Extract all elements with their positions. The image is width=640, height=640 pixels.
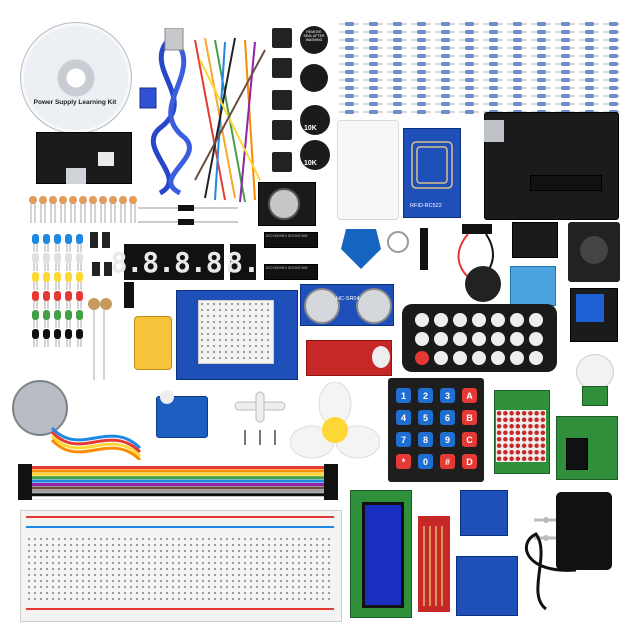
arduino-board	[484, 112, 619, 220]
buzzer-sticker: REMOVE SEAL AFTER WASHING	[303, 30, 325, 42]
battery-clip-and-joystick	[457, 224, 501, 302]
breadboard-rail-blue	[26, 526, 334, 528]
rfid-antenna	[411, 141, 453, 189]
keypad-key: 0	[418, 454, 433, 469]
dc-motor	[134, 316, 172, 370]
keypad-key: #	[440, 454, 455, 469]
push-button	[272, 152, 292, 172]
stepper-motor	[12, 380, 68, 436]
dupont-ribbon-cable	[18, 464, 338, 500]
single-digit-display: 8.	[226, 244, 260, 280]
usb-connector	[66, 168, 86, 184]
jumper-wire-bundle	[194, 37, 266, 203]
jumper	[98, 152, 114, 166]
buzzer	[300, 64, 328, 92]
keypad-key: 6	[440, 410, 455, 425]
keypad-key: 5	[418, 410, 433, 425]
ultrasonic-transducer	[304, 288, 340, 324]
mini-breadboard	[198, 300, 274, 364]
remote-buttons	[415, 313, 543, 365]
breadboard-rail-red	[26, 516, 334, 518]
uln2003-chip	[566, 438, 588, 470]
cd-label: Power Supply Learning Kit	[33, 99, 117, 106]
rfid-label: RFID-RC522	[410, 203, 442, 209]
keypad-key: 4	[396, 410, 411, 425]
chip-label: 81CVMVHE4 SN74HC595	[266, 266, 308, 270]
keypad-key: 2	[418, 388, 433, 403]
rfid-keyfob	[341, 229, 409, 269]
four-digit-display: 8.8.8.8.	[110, 244, 238, 280]
keypad-key: C	[462, 432, 477, 447]
potentiometer	[300, 105, 330, 135]
servo-horn	[160, 390, 174, 404]
encoder-knob	[268, 188, 300, 220]
led-array	[32, 234, 83, 347]
temperature-sensor	[510, 266, 556, 306]
ultrasonic-transducer	[356, 288, 392, 324]
joystick-cap	[580, 236, 608, 264]
push-button	[272, 120, 292, 140]
resistor-array	[339, 22, 620, 114]
electrolytic-capacitor	[90, 232, 98, 248]
breadboard-rail-red	[26, 608, 334, 610]
ultrasonic-label: HC-SR04	[336, 296, 360, 302]
chip-label: 81CVMVHE4 SN74HC595	[266, 234, 308, 238]
keypad-key: B	[462, 410, 477, 425]
electrolytic-capacitor	[102, 232, 110, 248]
electrolytic-capacitor	[104, 262, 112, 276]
relay-block	[576, 294, 604, 322]
tilt-switch	[124, 282, 134, 308]
pir-sensor	[576, 354, 614, 390]
diodes	[138, 205, 238, 225]
push-button	[272, 90, 292, 110]
accelerometer-module	[460, 490, 508, 536]
shift-register-chip	[264, 232, 318, 248]
header-pins	[420, 228, 428, 270]
cd-disc	[20, 22, 132, 134]
push-button	[272, 28, 292, 48]
rfid-card	[337, 120, 399, 220]
microcontroller-chip	[530, 175, 602, 191]
photoresistors	[88, 298, 112, 380]
servo-accessories	[234, 391, 286, 445]
stepper-wires	[50, 426, 142, 460]
lcd-screen	[362, 502, 404, 608]
keypad-key: D	[462, 454, 477, 469]
potentiometer	[300, 140, 330, 170]
pir-board	[582, 386, 608, 406]
keypad-key: 7	[396, 432, 411, 447]
rtc-module	[456, 556, 518, 616]
keypad-key: *	[396, 454, 411, 469]
breadboard-holes	[26, 536, 334, 604]
fan-propeller	[290, 382, 380, 459]
knob-label: 10K	[304, 160, 317, 167]
knob-label: 10K	[304, 125, 317, 132]
usb-cable	[139, 28, 192, 196]
shift-register-chip	[264, 264, 318, 280]
buzzer	[300, 26, 328, 54]
water-level-sensor	[418, 516, 450, 612]
microphone	[372, 346, 390, 368]
keypad-key: 3	[440, 388, 455, 403]
usb-port	[484, 120, 504, 142]
sensor-module	[512, 222, 558, 258]
electrolytic-capacitor	[92, 262, 100, 276]
keypad-key: A	[462, 388, 477, 403]
power-adapter	[525, 492, 612, 611]
keypad-key: 9	[440, 432, 455, 447]
keypad-key: 1	[396, 388, 411, 403]
ceramic-capacitors	[29, 196, 137, 223]
keypad-key: 8	[418, 432, 433, 447]
led-matrix	[496, 410, 546, 462]
push-button	[272, 58, 292, 78]
